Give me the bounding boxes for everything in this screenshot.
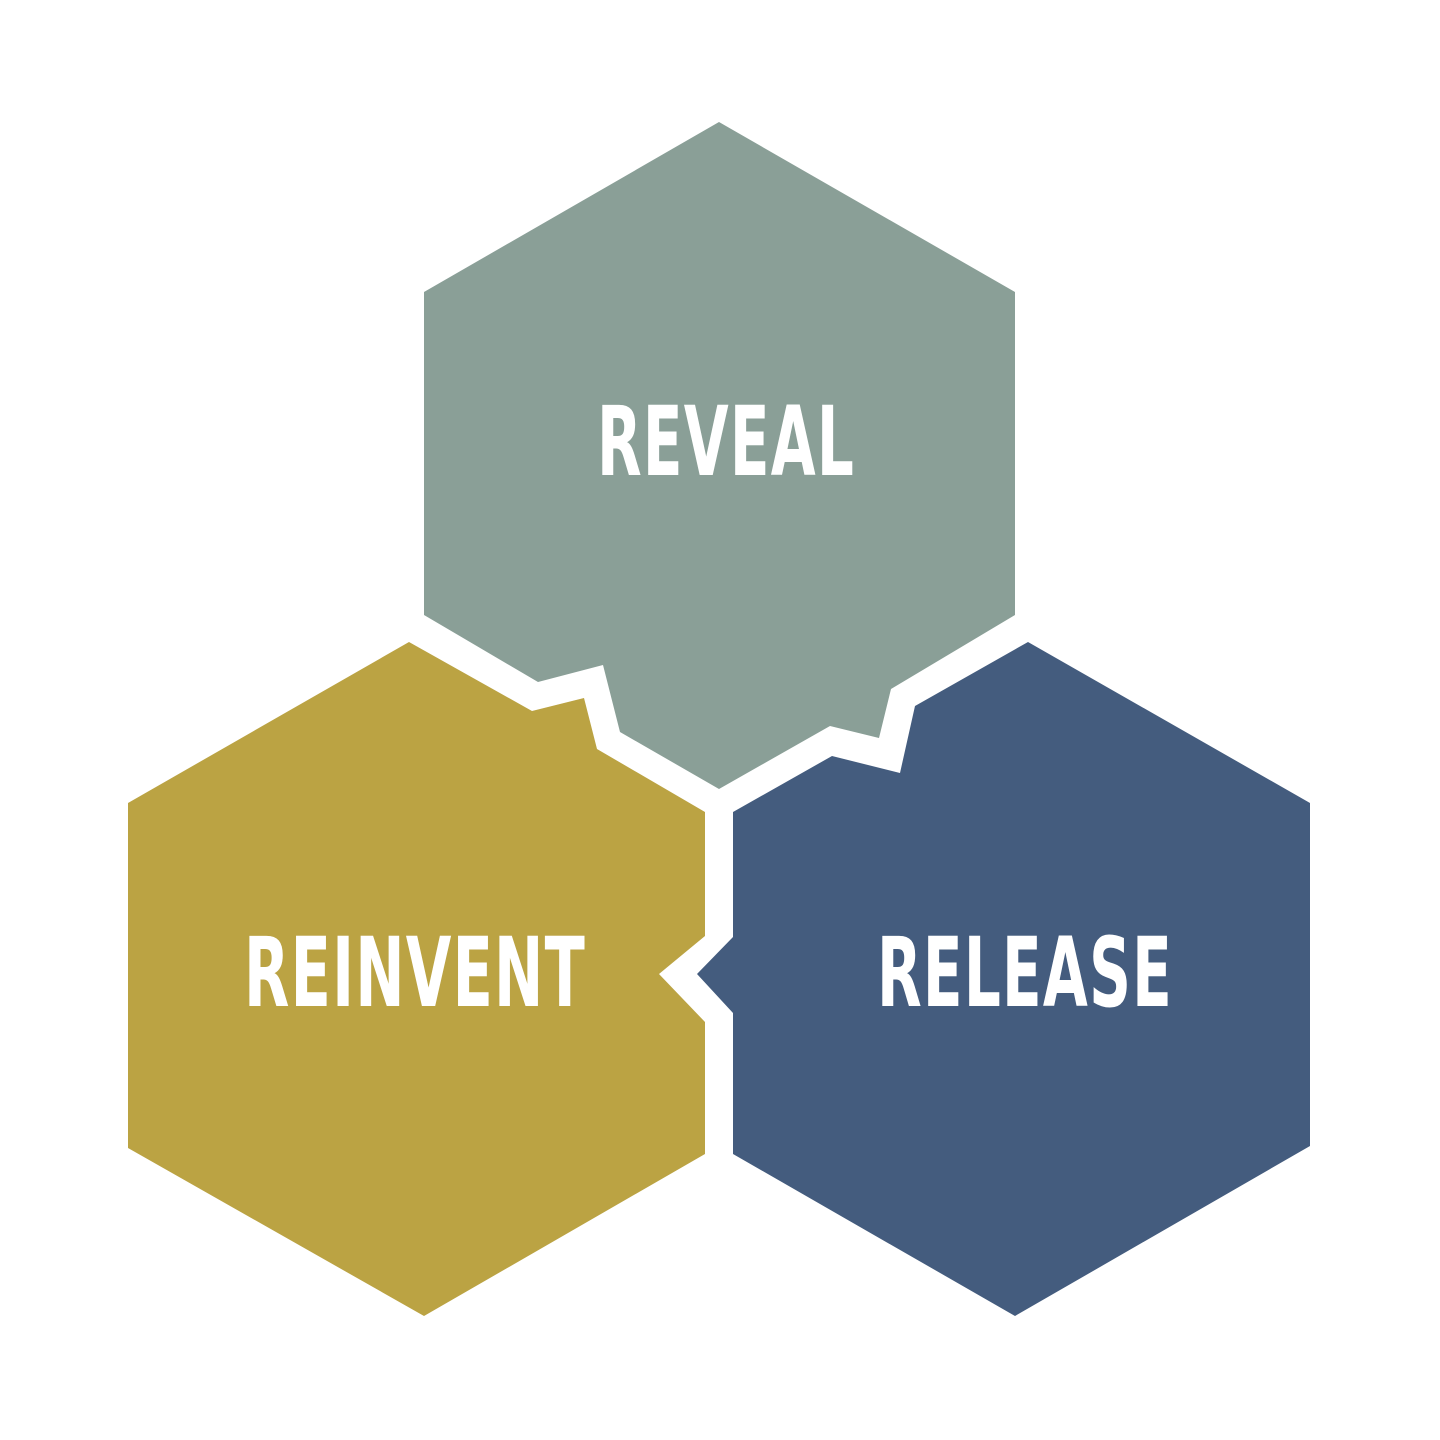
hexagon-reinvent-label: REINVENT (244, 917, 586, 1029)
hexagon-release-shape (697, 642, 1310, 1316)
hexagon-reinvent: REINVENT (128, 642, 705, 1316)
hexagon-release-label: RELEASE (877, 917, 1173, 1029)
hexagon-reveal: REVEAL (424, 122, 1015, 789)
hexagon-reveal-shape (424, 122, 1015, 789)
hexagon-reinvent-shape (128, 642, 705, 1316)
hexagon-reveal-label: REVEAL (597, 386, 855, 498)
hexagon-release: RELEASE (697, 642, 1310, 1316)
